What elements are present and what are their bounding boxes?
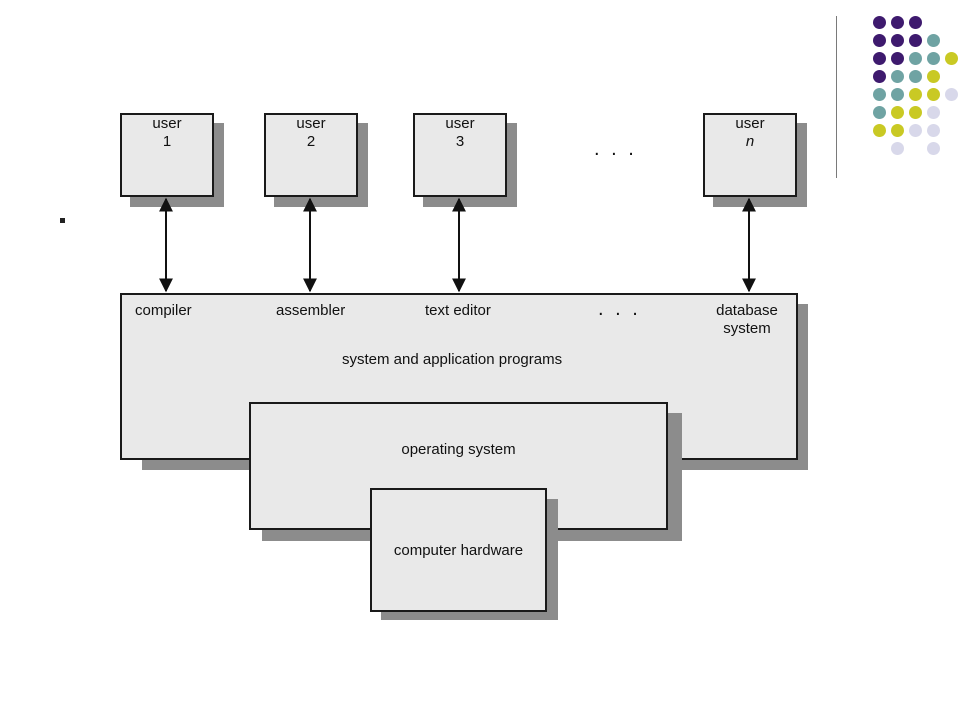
user-number: 2 [306,133,316,150]
user-box-n: user n [703,113,797,197]
operating-system-label: operating system [401,441,516,458]
text-editor-label: text editor [425,302,491,319]
decorative-dot [891,52,904,65]
user-label: user [735,115,765,132]
decorative-dot [945,52,958,65]
programs-title: system and application programs [342,351,563,368]
user-ellipsis: . . . [594,138,637,160]
decorative-dot [891,16,904,29]
decorative-dot [891,142,904,155]
decorative-dot [945,88,958,101]
user-box-2: user 2 [264,113,358,197]
decorative-dot [909,106,922,119]
decorative-divider-line [836,16,837,178]
user-label: user [445,115,475,132]
decorative-dot [891,88,904,101]
decorative-dot [909,70,922,83]
decorative-dot [891,106,904,119]
decorative-dot [873,70,886,83]
decorative-dot [927,34,940,47]
decorative-dot [927,70,940,83]
user-number: 3 [455,133,465,150]
slide-bullet [60,218,65,223]
computer-hardware-label: computer hardware [393,542,524,559]
decorative-dot [909,124,922,137]
decorative-dot [873,34,886,47]
decorative-dot [909,16,922,29]
decorative-dot [927,142,940,155]
decorative-dot [873,52,886,65]
decorative-dot [873,124,886,137]
decorative-dot [873,16,886,29]
computer-hardware-box [370,488,547,612]
decorative-dot [891,124,904,137]
assembler-label: assembler [276,302,346,319]
decorative-dot [909,88,922,101]
decorative-dot [873,88,886,101]
user-label: user [296,115,326,132]
user-label: user [152,115,182,132]
decorative-dot [927,52,940,65]
decorative-dot [909,52,922,65]
decorative-dot [927,106,940,119]
decorative-dot [927,124,940,137]
decorative-dot [873,106,886,119]
decorative-dot [927,88,940,101]
decorative-dot [891,70,904,83]
user-number: n [745,133,755,150]
user-box-1: user 1 [120,113,214,197]
user-number: 1 [162,133,172,150]
decorative-dot [891,34,904,47]
user-box-3: user 3 [413,113,507,197]
programs-ellipsis: . . . [598,298,641,320]
decorative-dot [909,34,922,47]
compiler-label: compiler [135,302,192,319]
database-system-label: database system [716,302,778,337]
